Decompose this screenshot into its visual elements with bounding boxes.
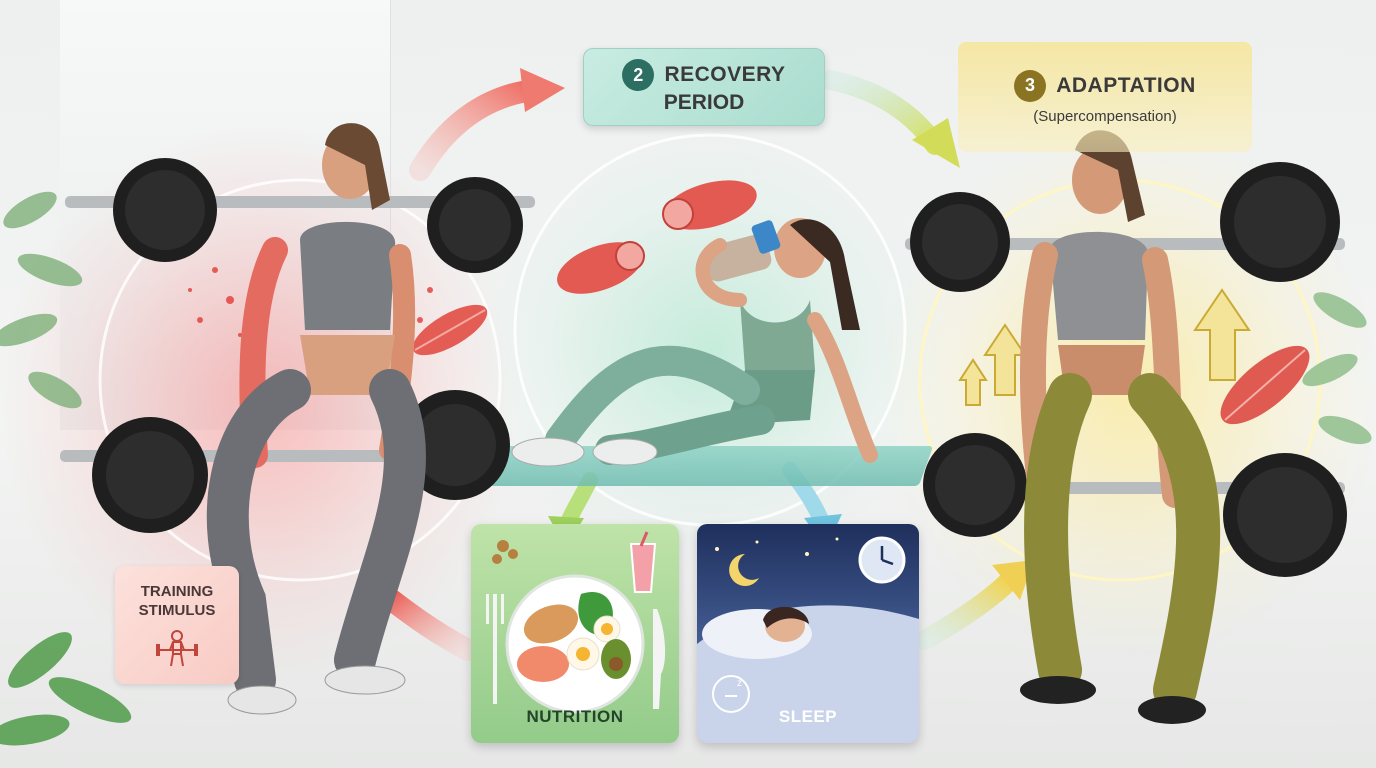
arrow-to-adaptation-icon (820, 70, 960, 168)
recovery-athlete (0, 0, 878, 467)
arrow-sleep-to-adaptation-icon (915, 560, 1034, 650)
adaptation-athlete (0, 0, 1347, 724)
nutrition-label: NUTRITION (526, 707, 624, 726)
muscle-fiber-icon (412, 304, 488, 356)
sleep-label: SLEEP (778, 707, 838, 726)
adaptation-title: ADAPTATION (1056, 73, 1196, 97)
nutrition-card: NUTRITION (471, 524, 679, 743)
plant-right (1302, 292, 1372, 445)
knife-icon (653, 609, 666, 709)
training-ring (98, 178, 502, 582)
training-title: TRAINING (140, 583, 214, 600)
stars (715, 537, 839, 556)
training-athlete (0, 0, 535, 715)
muscle-fiber-icon (662, 180, 757, 230)
nuts-icon (492, 540, 518, 564)
recovery-subtitle: PERIOD (663, 91, 745, 114)
stage-recovery-label: 2 RECOVERY PERIOD (583, 48, 825, 126)
training-subtitle: STIMULUS (138, 602, 216, 619)
arrow-to-recovery-icon (409, 68, 565, 181)
sleep-face-icon: z (712, 675, 750, 713)
stage-number-badge: 3 (1014, 69, 1047, 102)
plant-left (0, 191, 83, 409)
svg-text:z: z (737, 678, 742, 689)
muscle-fiber-icon (557, 241, 645, 294)
plant-bottom-left (0, 632, 132, 746)
moon-icon (729, 554, 759, 586)
weightlifter-icon (156, 630, 198, 667)
adaptation-subtitle: (Supercompensation) (1033, 107, 1177, 125)
stage-adaptation-label: 3 ADAPTATION (Supercompensation) (958, 42, 1252, 152)
arrow-up-icon (958, 288, 1251, 406)
muscle-fiber-icon (1220, 345, 1310, 425)
recovery-heading: 2 RECOVERY (622, 59, 785, 91)
recovery-title: RECOVERY (664, 63, 786, 86)
adaptation-heading: 3 ADAPTATION (1014, 69, 1196, 102)
stage-training-label: TRAINING STIMULUS (115, 566, 239, 684)
plate-icon (505, 574, 645, 714)
clock-icon (858, 536, 906, 584)
fork-icon (486, 594, 504, 704)
sleep-card: z SLEEP (697, 524, 919, 743)
stage-number-badge: 2 (622, 59, 655, 91)
smoothie-icon (629, 531, 657, 593)
